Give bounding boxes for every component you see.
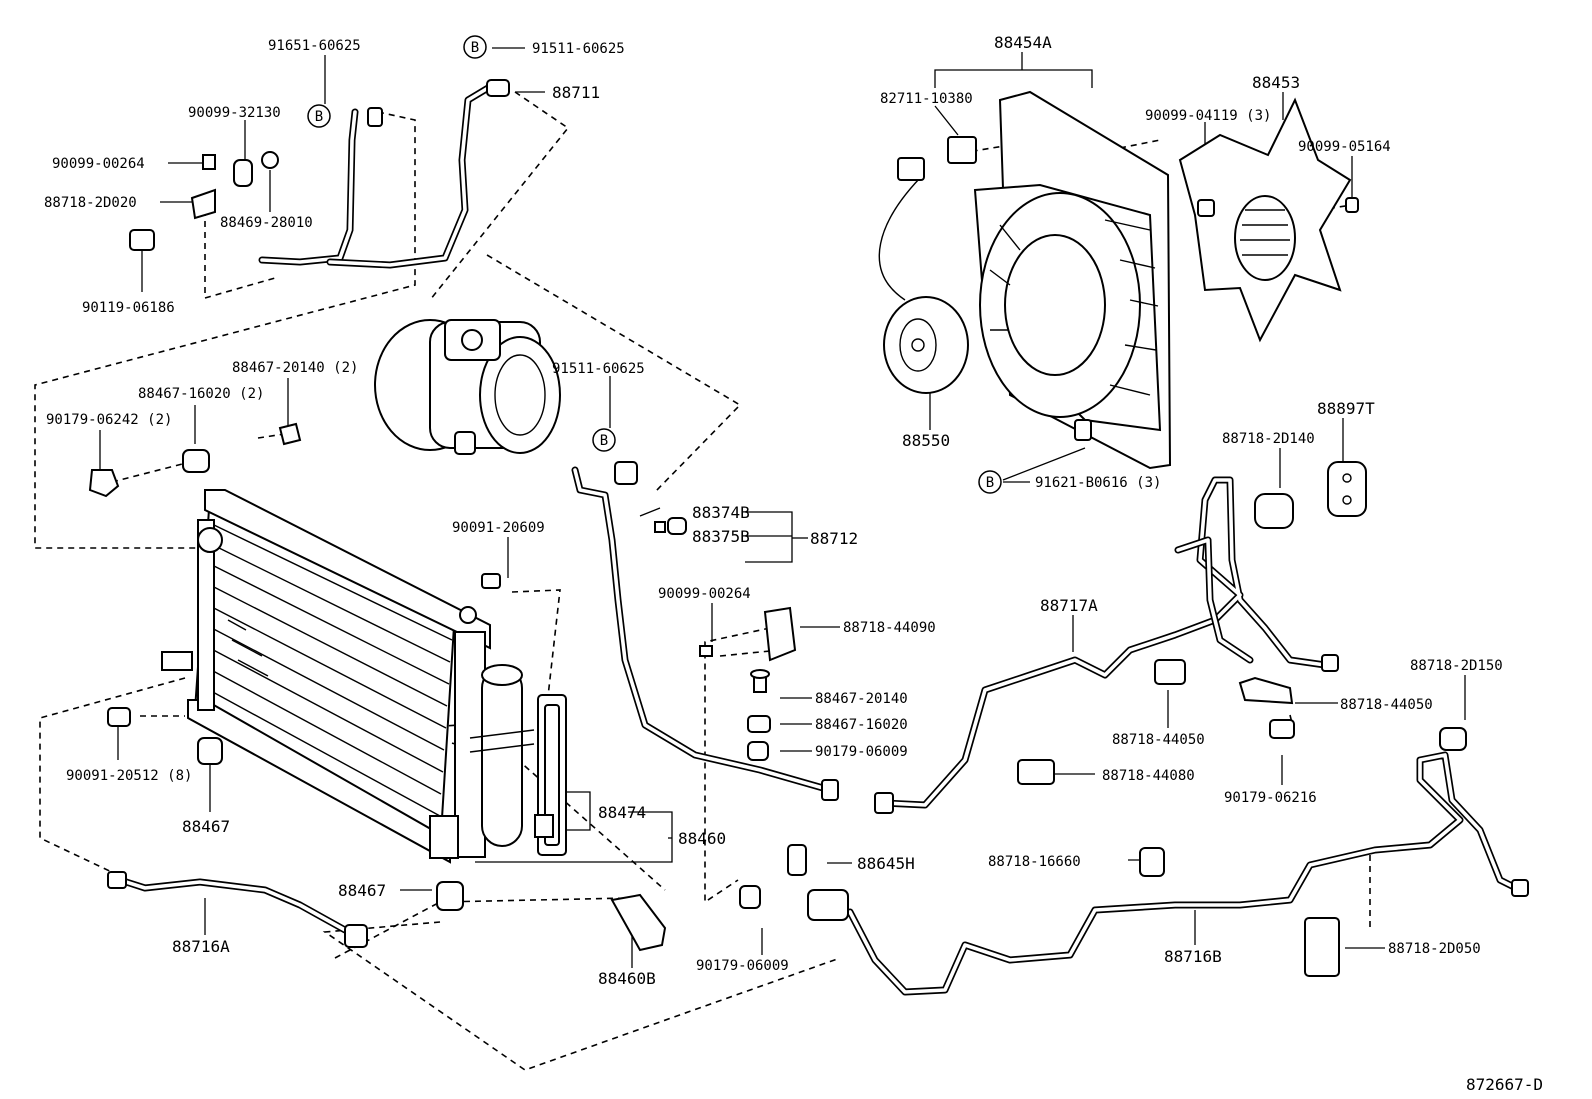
- part-label: 88897T: [1317, 399, 1375, 418]
- part-label: 91621-B0616 (3): [1035, 475, 1161, 491]
- part-label: 90099-04119 (3): [1145, 108, 1271, 124]
- part-label: 90179-06009: [815, 744, 908, 760]
- part-label: 88718-44050: [1112, 732, 1205, 748]
- part-label: 90099-00264: [52, 156, 145, 172]
- svg-text:B: B: [600, 433, 608, 449]
- part-label: 82711-10380: [880, 91, 973, 107]
- part-label: 90099-00264: [658, 586, 751, 602]
- part-label: 88460B: [598, 969, 656, 988]
- svg-text:B: B: [315, 109, 323, 125]
- part-label: 88718-16660: [988, 854, 1081, 870]
- part-label: 88718-2D050: [1388, 941, 1481, 957]
- part-label: 91651-60625: [268, 38, 361, 54]
- part-label: 90179-06009: [696, 958, 789, 974]
- part-label: 88454A: [994, 33, 1052, 52]
- part-label: 88467: [182, 817, 230, 836]
- part-label: 88467: [338, 881, 386, 900]
- part-label: 88718-2D020: [44, 195, 137, 211]
- mid-fasteners: [610, 461, 1467, 977]
- part-label: 88718-2D150: [1410, 658, 1503, 674]
- part-label: 90179-06216: [1224, 790, 1317, 806]
- part-label: 90179-06242 (2): [46, 412, 172, 428]
- callout-markers: B B B B: [307, 35, 1002, 494]
- part-label: 88467-20140: [815, 691, 908, 707]
- part-label: 88718-44080: [1102, 768, 1195, 784]
- part-label: 88711: [552, 83, 600, 102]
- part-label: 88474: [598, 803, 646, 822]
- part-label: 88467-20140 (2): [232, 360, 358, 376]
- part-label: 88469-28010: [220, 215, 313, 231]
- part-label: 90091-20609: [452, 520, 545, 536]
- part-label: 88712: [810, 529, 858, 548]
- svg-text:B: B: [986, 475, 994, 491]
- part-label: 88374B: [692, 503, 750, 522]
- callout-b-top: B: [463, 35, 487, 59]
- refrigerant-pipes: [107, 79, 1529, 996]
- part-labels: 91651-60625 91511-60625 88711 90099-3213…: [44, 33, 1543, 1094]
- part-label: 88645H: [857, 854, 915, 873]
- callout-b-right: B: [978, 470, 1002, 494]
- compressor: [374, 319, 561, 455]
- part-label: 88467-16020 (2): [138, 386, 264, 402]
- part-label: 90099-32130: [188, 105, 281, 121]
- diagram-id: 872667-D: [1466, 1075, 1543, 1094]
- part-label: 88453: [1252, 73, 1300, 92]
- part-label: 90099-05164: [1298, 139, 1391, 155]
- part-label: 91511-60625: [552, 361, 645, 377]
- part-label: 88717A: [1040, 596, 1098, 615]
- part-label: 88716A: [172, 937, 230, 956]
- left-fasteners: [88, 151, 687, 911]
- part-label: 88718-44050: [1340, 697, 1433, 713]
- part-label: 88375B: [692, 527, 750, 546]
- part-label: 88716B: [1164, 947, 1222, 966]
- part-label: 88460: [678, 829, 726, 848]
- part-label: 88718-2D140: [1222, 431, 1315, 447]
- part-label: 88550: [902, 431, 950, 450]
- part-label: 91511-60625: [532, 41, 625, 57]
- receiver-dryer: [469, 664, 567, 856]
- part-label: 90119-06186: [82, 300, 175, 316]
- fan-assembly: [878, 90, 1359, 470]
- callout-b-left: B: [307, 104, 331, 128]
- part-label: 88718-44090: [843, 620, 936, 636]
- callout-b-mid: B: [592, 428, 616, 452]
- part-label: 90091-20512 (8): [66, 768, 192, 784]
- svg-text:B: B: [471, 40, 479, 56]
- part-label: 88467-16020: [815, 717, 908, 733]
- condenser-assembly: [161, 489, 491, 864]
